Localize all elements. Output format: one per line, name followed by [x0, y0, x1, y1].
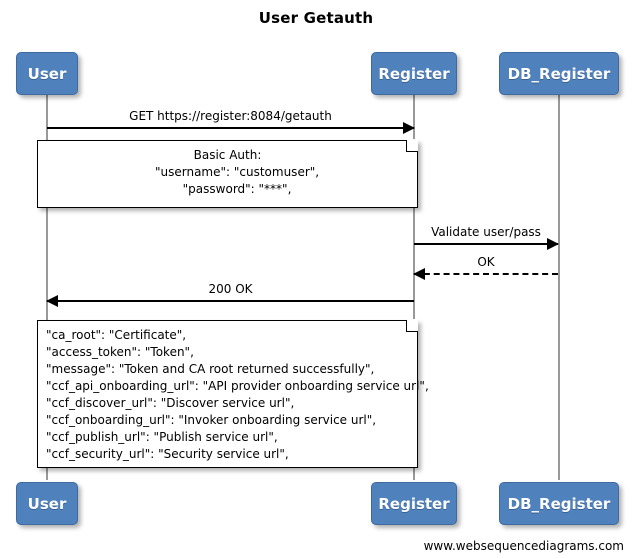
note-line: "access_token": "Token", — [46, 345, 194, 359]
footer-credit: www.websequencediagrams.com — [423, 539, 624, 553]
lifeline-register — [413, 95, 415, 480]
note-line: "ccf_api_onboarding_url": "API provider … — [46, 379, 429, 393]
actor-label: Register — [378, 64, 450, 83]
message-line — [414, 273, 558, 275]
actor-register-bottom[interactable]: Register — [371, 482, 457, 525]
actor-label: User — [27, 494, 67, 513]
lifeline-db-register — [558, 95, 560, 480]
arrowhead-right-icon — [403, 122, 415, 134]
message-label: 200 OK — [208, 282, 253, 296]
note-line: "ccf_publish_url": "Publish service url"… — [46, 430, 278, 444]
note-fold-icon — [406, 139, 418, 152]
arrowhead-left-icon — [46, 295, 58, 307]
message-label: OK — [477, 255, 495, 269]
actor-label: DB_Register — [507, 64, 611, 83]
message-label: Validate user/pass — [431, 225, 541, 239]
actor-register-top[interactable]: Register — [371, 52, 457, 95]
note-line: "ca_root": "Certificate", — [46, 328, 187, 342]
message-line — [47, 300, 414, 302]
note-body: "ca_root": "Certificate", "access_token"… — [46, 327, 429, 463]
lifeline-user — [46, 95, 48, 480]
note-response-payload: "ca_root": "Certificate", "access_token"… — [37, 319, 429, 468]
arrowhead-right-icon — [547, 238, 559, 250]
actor-label: User — [27, 64, 67, 83]
note-line: "password": "***", — [163, 182, 292, 196]
note-line: "message": "Token and CA root returned s… — [46, 362, 375, 376]
actor-label: Register — [378, 494, 450, 513]
note-basic-auth: Basic Auth: "username": "customuser", "p… — [37, 139, 418, 208]
arrowhead-left-icon — [413, 268, 425, 280]
note-line: Basic Auth: — [193, 148, 262, 162]
actor-db-register-bottom[interactable]: DB_Register — [499, 482, 619, 525]
message-line — [47, 127, 414, 129]
note-line: "ccf_discover_url": "Discover service ur… — [46, 396, 295, 410]
message-label: GET https://register:8084/getauth — [129, 109, 332, 123]
message-line — [414, 243, 558, 245]
page-title: User Getauth — [258, 9, 374, 27]
note-line: "ccf_security_url": "Security service ur… — [46, 447, 289, 461]
actor-label: DB_Register — [507, 494, 611, 513]
note-line: "ccf_onboarding_url": "Invoker onboardin… — [46, 413, 377, 427]
actor-user-top[interactable]: User — [16, 52, 78, 95]
actor-user-bottom[interactable]: User — [16, 482, 78, 525]
note-fold-icon — [406, 319, 418, 332]
actor-db-register-top[interactable]: DB_Register — [499, 52, 619, 95]
note-body: Basic Auth: "username": "customuser", "p… — [46, 147, 409, 198]
note-line: "username": "customuser", — [135, 165, 320, 179]
